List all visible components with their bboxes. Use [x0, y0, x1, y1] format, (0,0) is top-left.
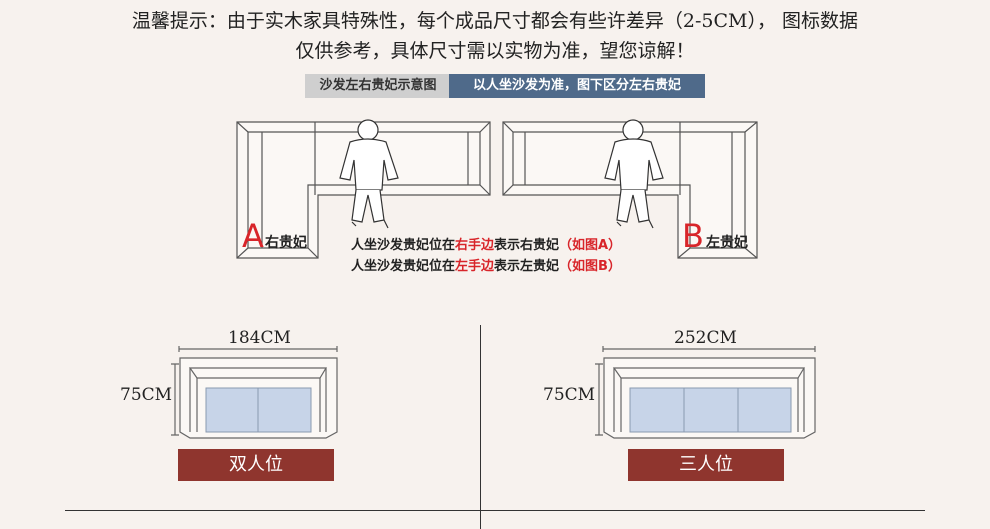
three-seat-cushions [629, 387, 792, 433]
cushion [205, 387, 259, 433]
two-seat-width: 184CM [228, 328, 291, 348]
two-seat-depth: 75CM [120, 385, 173, 405]
cushion [683, 387, 739, 433]
cushion [629, 387, 685, 433]
two-seat-label: 双人位 [178, 449, 334, 481]
label-right-chaise: 右贵妃 [265, 235, 307, 251]
person-figure-left [339, 119, 399, 229]
three-seat-width: 252CM [674, 328, 737, 348]
two-seat-cushions [205, 387, 312, 433]
letter-b: B [682, 217, 704, 255]
diagram-subtitle-tag: 以人坐沙发为准，图下区分左右贵妃 [449, 74, 705, 98]
three-seat-depth: 75CM [543, 385, 596, 405]
cushion [737, 387, 792, 433]
cushion [257, 387, 312, 433]
horizontal-divider [65, 510, 925, 511]
rule-right-chaise: 人坐沙发贵妃位在右手边表示右贵妃（如图A） [351, 238, 622, 253]
rule-left-chaise: 人坐沙发贵妃位在左手边表示左贵妃（如图B） [351, 259, 621, 274]
three-seat-label: 三人位 [628, 449, 784, 481]
notice-line-1: 温馨提示：由于实木家具特殊性，每个成品尺寸都会有些许差异（2-5CM）， 图标数… [131, 10, 859, 32]
diagram-title-tag: 沙发左右贵妃示意图 [305, 74, 451, 98]
notice-line-2: 仅供参考，具体尺寸需以实物为准，望您谅解！ [295, 40, 695, 62]
letter-a: A [242, 217, 264, 255]
vertical-divider [480, 325, 481, 529]
person-figure-right [604, 119, 664, 229]
label-left-chaise: 左贵妃 [706, 235, 748, 251]
